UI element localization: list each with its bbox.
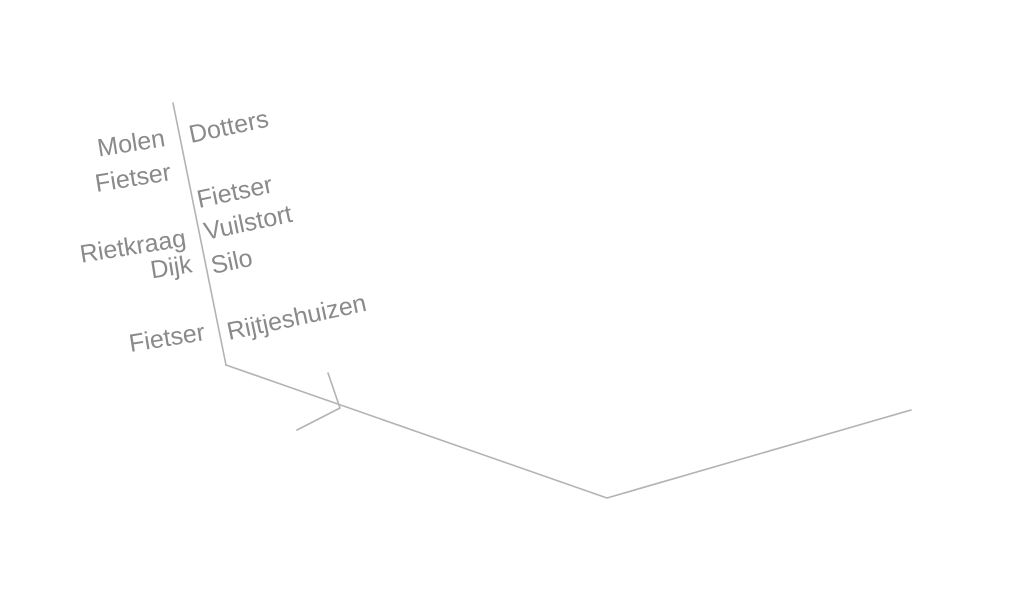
left-label-2: Fietser	[93, 158, 173, 198]
arrow-mark	[296, 372, 341, 431]
ground-path	[225, 364, 912, 499]
left-label-1: Molen	[95, 124, 167, 162]
right-label-1: Dotters	[186, 105, 271, 149]
vertical-axis	[172, 102, 227, 366]
right-label-5: Rijtjeshuizen	[224, 289, 368, 346]
left-label-4: Dijk	[148, 250, 194, 284]
left-label-5: Fietser	[127, 318, 207, 358]
right-label-4: Silo	[208, 244, 255, 280]
